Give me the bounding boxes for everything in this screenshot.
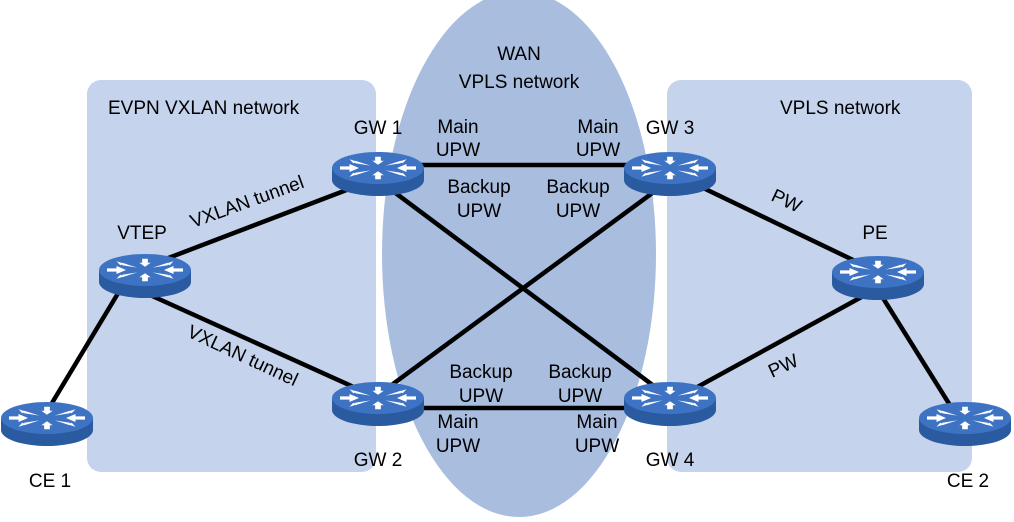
gw2-main-upw-label: UPW [436,436,480,457]
gw3-backup-label: Backup [546,177,609,198]
ce1-router-icon [1,402,93,446]
gw2-label: GW 2 [354,450,403,471]
gw4-main-upw-label: UPW [575,436,619,457]
link-pe-ce2 [876,288,960,420]
ce1-label: CE 1 [29,471,71,492]
gw4-label: GW 4 [646,450,695,471]
vpls-region-label: VPLS network [780,98,901,119]
gw1-main-upw-label: UPW [436,140,480,161]
wan-region [382,0,656,517]
gw1-backup-label: Backup [447,177,510,198]
evpn-vxlan-region [87,80,376,472]
wan-region-label: WAN [497,44,541,65]
gw2-backup-label: Backup [449,362,512,383]
gw2-main-label: Main [437,412,478,433]
pe-router-icon [832,256,924,300]
gw3-label: GW 3 [646,118,695,139]
gw1-router-icon [332,152,424,196]
vpls-region [667,80,972,472]
gw3-main-label: Main [577,117,618,138]
gw1-label: GW 1 [354,118,403,139]
pe-label: PE [862,223,887,244]
gw3-router-icon [624,152,716,196]
link-vtep-gw1 [149,175,379,268]
link-gw4-pe [668,286,880,404]
evpn-region-label: EVPN VXLAN network [108,98,300,119]
link-ce1-vtep [50,288,122,405]
gw4-backup-upw-label: UPW [558,386,602,407]
gw4-router-icon [624,382,716,426]
gw2-backup-upw-label: UPW [459,386,503,407]
ce2-label: CE 2 [947,471,989,492]
gw4-backup-label: Backup [548,362,611,383]
link-vtep-gw2 [149,292,379,401]
vtep-label: VTEP [117,223,167,244]
gw3-main-upw-label: UPW [576,140,620,161]
ce2-router-icon [919,402,1011,446]
wan-region-label-2: VPLS network [459,72,580,93]
gw1-main-label: Main [437,117,478,138]
gw1-backup-upw-label: UPW [457,201,501,222]
vtep-router-icon [99,254,191,298]
gw4-main-label: Main [576,412,617,433]
gw3-backup-upw-label: UPW [556,201,600,222]
gw2-router-icon [332,382,424,426]
link-gw2-gw3 [376,178,672,397]
